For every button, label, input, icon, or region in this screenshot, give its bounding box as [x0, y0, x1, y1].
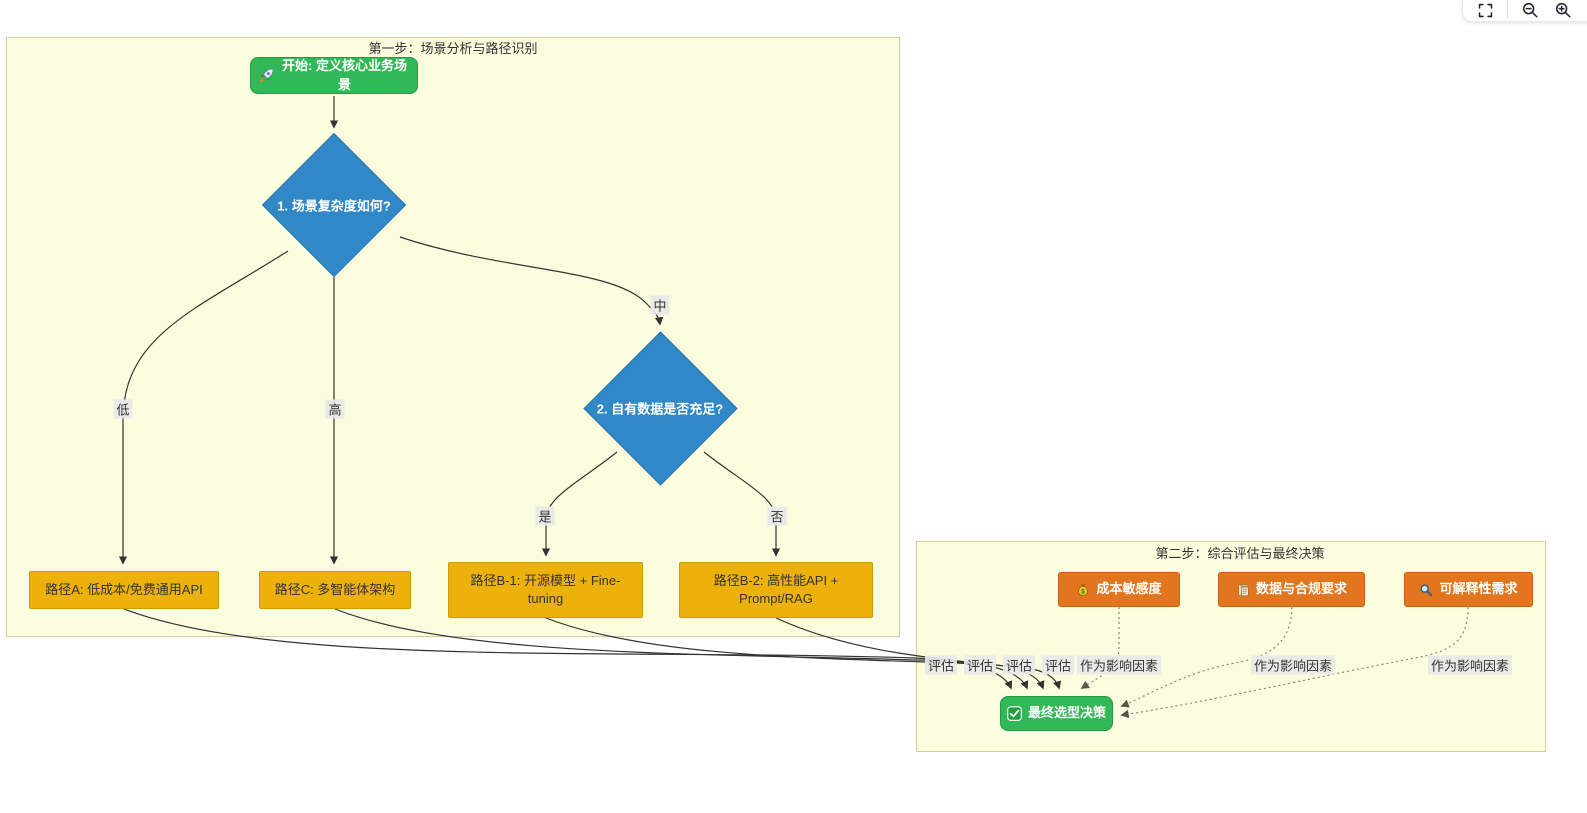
- node-factor-cost-label: 成本敏感度: [1096, 581, 1162, 597]
- edge-label-influence-1: 作为影响因素: [1076, 655, 1162, 675]
- node-decision-1-label: 1. 场景复杂度如何?: [277, 198, 391, 214]
- node-factor-cost: $ 成本敏感度: [1058, 572, 1180, 607]
- money-bag-icon: $: [1078, 583, 1089, 596]
- scroll-icon: [1238, 583, 1249, 596]
- toolbar-divider: [1507, 0, 1508, 18]
- fullscreen-button[interactable]: [1475, 0, 1496, 21]
- node-factor-data: 数据与合规要求: [1218, 572, 1365, 607]
- rocket-icon: [259, 68, 274, 83]
- node-path-c-label: 路径C: 多智能体架构: [274, 581, 396, 597]
- diagram-toolbar: [1462, 0, 1587, 22]
- subgraph-step2-title: 第二步：综合评估与最终决策: [1155, 546, 1325, 561]
- node-factor-data-label: 数据与合规要求: [1255, 581, 1347, 597]
- node-start: 开始: 定义核心业务场景: [250, 57, 418, 94]
- node-path-a: 路径A: 低成本/免费通用API: [29, 571, 219, 609]
- node-decision-2-label: 2. 自有数据是否充足?: [596, 401, 724, 417]
- edge-label-low: 低: [113, 399, 133, 419]
- edge-label-high: 高: [325, 399, 345, 419]
- node-final-decision-label: 最终选型决策: [1027, 705, 1106, 721]
- zoom-in-icon: [1555, 2, 1571, 18]
- edge-label-evaluate-2: 评估: [963, 655, 997, 675]
- zoom-out-icon: [1522, 2, 1538, 18]
- node-path-b2: 路径B-2: 高性能API + Prompt/RAG: [679, 562, 873, 618]
- fullscreen-icon: [1478, 3, 1493, 17]
- magnifier-icon: [1420, 583, 1433, 596]
- edge-label-yes: 是: [535, 506, 555, 526]
- edge-label-influence-2: 作为影响因素: [1250, 655, 1336, 675]
- check-icon: [1007, 706, 1022, 721]
- node-path-b2-label: 路径B-2: 高性能API + Prompt/RAG: [713, 572, 839, 606]
- node-path-b1-label: 路径B-1: 开源模型 + Fine-tuning: [470, 572, 621, 606]
- zoom-in-button[interactable]: [1552, 0, 1574, 21]
- subgraph-step1: [6, 37, 900, 637]
- edge-label-evaluate-3: 评估: [1002, 655, 1036, 675]
- node-start-label: 开始: 定义核心业务场景: [282, 58, 407, 92]
- edge-label-evaluate-4: 评估: [1041, 655, 1075, 675]
- svg-text:$: $: [1082, 588, 1086, 595]
- node-path-a-label: 路径A: 低成本/免费通用API: [45, 581, 203, 597]
- zoom-out-button[interactable]: [1519, 0, 1541, 21]
- edge-label-influence-3: 作为影响因素: [1427, 655, 1513, 675]
- node-path-b1: 路径B-1: 开源模型 + Fine-tuning: [448, 562, 643, 618]
- node-factor-explain: 可解释性需求: [1404, 572, 1533, 607]
- node-factor-explain-label: 可解释性需求: [1439, 581, 1518, 597]
- node-path-c: 路径C: 多智能体架构: [259, 571, 411, 609]
- node-final-decision: 最终选型决策: [1000, 696, 1113, 731]
- edge-label-no: 否: [767, 506, 787, 526]
- edge-label-evaluate-1: 评估: [924, 655, 958, 675]
- edge-label-mid: 中: [650, 295, 670, 315]
- subgraph-step1-title: 第一步：场景分析与路径识别: [368, 41, 538, 56]
